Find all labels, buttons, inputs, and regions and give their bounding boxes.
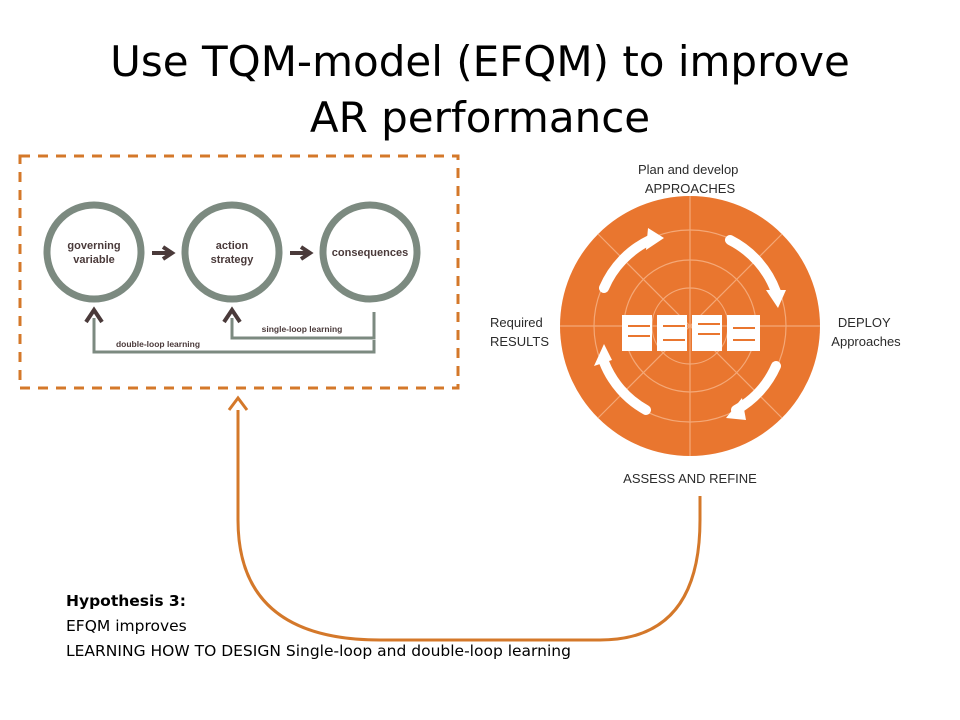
governing-variable-circle bbox=[43, 201, 145, 303]
radar-left-label: Required RESULTS bbox=[490, 315, 549, 349]
hypothesis-line-2: LEARNING HOW TO DESIGN Single-loop and d… bbox=[66, 642, 571, 660]
dashed-frame bbox=[18, 154, 460, 390]
single-loop-label: single-loop learning bbox=[262, 324, 343, 334]
arrow-action-to-consequences bbox=[290, 245, 314, 261]
connector-arrowhead bbox=[227, 395, 249, 411]
consequences-circle bbox=[319, 201, 421, 303]
hypothesis-heading: Hypothesis 3: bbox=[66, 592, 186, 610]
radar-center-lines bbox=[628, 323, 755, 341]
double-loop-arrowhead bbox=[84, 306, 104, 324]
node-label-consequences: consequences bbox=[332, 247, 408, 259]
hypothesis-block: Hypothesis 3: EFQM improves LEARNING HOW… bbox=[66, 589, 571, 664]
title-line-1: Use TQM-model (EFQM) to improve bbox=[110, 37, 850, 86]
action-strategy-circle bbox=[181, 201, 283, 303]
radar-top-label: Plan and develop APPROACHES bbox=[638, 162, 742, 196]
radar-right-label: DEPLOY Approaches bbox=[831, 315, 901, 349]
double-loop-label: double-loop learning bbox=[116, 339, 200, 349]
radar-bottom-label: ASSESS AND REFINE bbox=[623, 471, 757, 486]
title-line-2: AR performance bbox=[309, 93, 651, 142]
radar-cycle-arrowheads bbox=[594, 228, 786, 420]
single-loop-line bbox=[230, 312, 376, 340]
page-title: Use TQM-model (EFQM) to improve AR perfo… bbox=[0, 34, 960, 146]
radar-center-blocks bbox=[622, 315, 760, 351]
arrow-governing-to-action bbox=[152, 245, 176, 261]
single-loop-arrowhead bbox=[222, 306, 242, 324]
double-loop-line bbox=[92, 318, 376, 354]
radar-spokes bbox=[560, 196, 820, 456]
radar-wheel: Plan and develop APPROACHES DEPLOY Appro… bbox=[490, 162, 901, 486]
hypothesis-line-1: EFQM improves bbox=[66, 617, 187, 635]
connector-curve bbox=[236, 410, 702, 642]
